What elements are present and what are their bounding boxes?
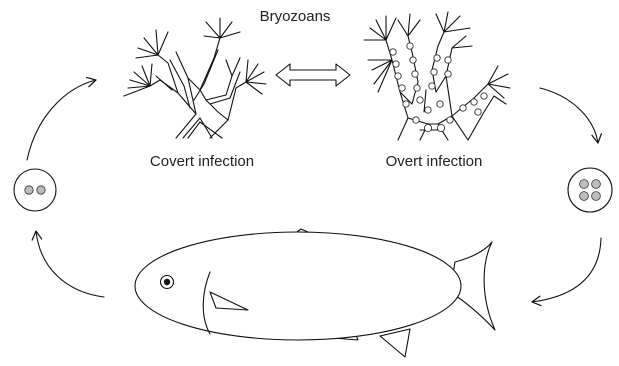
- title-bryozoans: Bryozoans: [260, 8, 331, 25]
- spore-two-cell: [14, 169, 56, 211]
- covert-bryozoan-colony: [124, 18, 266, 138]
- arrow-fish-to-spore: [36, 231, 104, 297]
- label-covert-infection: Covert infection: [150, 153, 254, 170]
- overt-bryozoan-colony: [364, 12, 510, 140]
- arrow-overt-to-spore: [540, 88, 598, 143]
- label-overt-infection: Overt infection: [386, 153, 483, 170]
- fish-eye-pupil: [164, 279, 170, 285]
- bidirectional-arrow: [276, 64, 350, 86]
- fish: [135, 229, 495, 357]
- spore-four-cell: [568, 168, 612, 212]
- arrow-spore-to-covert: [27, 80, 96, 160]
- arrow-spore-to-fish: [532, 238, 601, 302]
